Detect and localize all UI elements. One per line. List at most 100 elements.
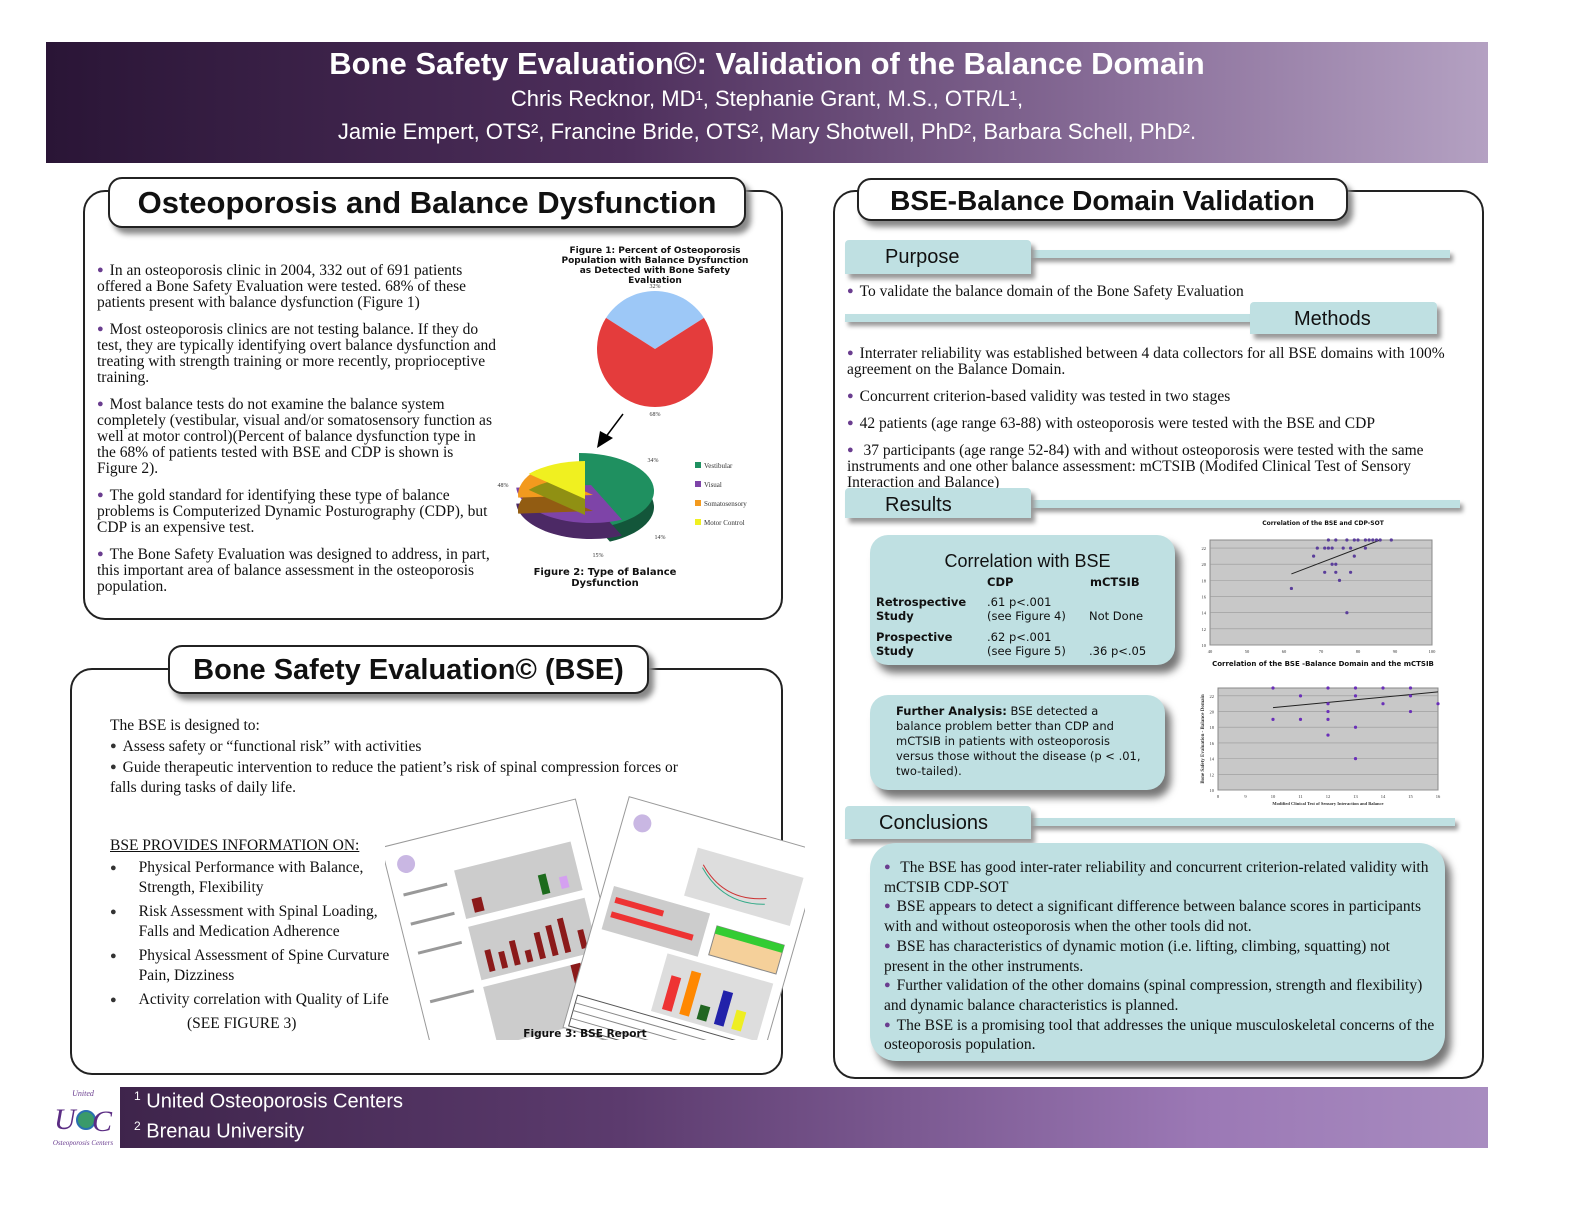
arrow-line bbox=[604, 413, 624, 439]
conclusions-heading: Conclusions bbox=[845, 806, 1031, 839]
legend-label: Somatosensory bbox=[704, 500, 747, 508]
data-point bbox=[1315, 546, 1319, 550]
uoc-logo-icon: United U C Osteoporosis Centers bbox=[53, 1089, 113, 1147]
data-point bbox=[1408, 686, 1413, 690]
osteo-bullet: ●Most balance tests do not examine the b… bbox=[97, 396, 492, 477]
data-point bbox=[1326, 546, 1330, 550]
data-point bbox=[1353, 725, 1358, 729]
pie1-label: 68% bbox=[650, 412, 661, 418]
y-tick-label: 14 bbox=[1202, 611, 1207, 616]
data-point bbox=[1334, 562, 1338, 566]
methods-item: ●Interrater reliability was established … bbox=[847, 345, 1445, 378]
y-tick-label: 14 bbox=[1210, 757, 1215, 762]
trend-line bbox=[1291, 539, 1381, 575]
pie2-slice bbox=[528, 461, 585, 499]
bse-info-item: ●Physical Assessment of Spine Curvature … bbox=[110, 947, 390, 984]
pie1-label: 32% bbox=[650, 284, 661, 290]
data-point bbox=[1337, 578, 1342, 582]
arrow-head bbox=[597, 431, 613, 448]
x-axis-label: Modified Clinical Test of Sensory Intera… bbox=[1272, 801, 1383, 806]
legend-swatch bbox=[695, 500, 701, 506]
data-point bbox=[1381, 686, 1385, 690]
bse-info: BSE PROVIDES INFORMATION ON: ●Physical P… bbox=[110, 836, 390, 1034]
data-point bbox=[1352, 554, 1356, 558]
methods-rule bbox=[845, 314, 1255, 322]
data-point bbox=[1349, 546, 1353, 550]
pie2-label: 48% bbox=[498, 483, 509, 489]
pie2-label: 15% bbox=[593, 553, 604, 559]
osteo-bullet: ●Most osteoporosis clinics are not testi… bbox=[97, 321, 496, 386]
legend-swatch bbox=[695, 519, 701, 525]
conclusions-box: ● The BSE has good inter-rater reliabili… bbox=[870, 843, 1445, 1061]
y-tick-label: 12 bbox=[1202, 627, 1207, 632]
x-tick-label: 10 bbox=[1271, 794, 1276, 799]
pie2-label: 34% bbox=[648, 458, 659, 464]
data-point bbox=[1363, 538, 1367, 542]
x-tick-label: 15 bbox=[1408, 794, 1413, 799]
authors-line-2: Jamie Empert, OTS², Francine Bride, OTS²… bbox=[337, 119, 1197, 144]
figure3-caption: Figure 3: BSE Report bbox=[523, 1028, 647, 1040]
conclusion-item: ●BSE has characteristics of dynamic moti… bbox=[884, 937, 1390, 975]
col-mctsib: mCTSIB bbox=[1090, 575, 1140, 589]
data-point bbox=[1334, 538, 1338, 542]
uoc-logo: United U C Osteoporosis Centers bbox=[46, 1087, 120, 1148]
y-tick-label: 12 bbox=[1210, 772, 1215, 777]
y-tick-label: 16 bbox=[1210, 741, 1215, 746]
osteo-title: Osteoporosis and Balance Dysfunction bbox=[108, 177, 746, 228]
data-point bbox=[1271, 717, 1275, 721]
data-point bbox=[1345, 611, 1349, 615]
y-tick-label: 18 bbox=[1210, 725, 1215, 730]
data-point bbox=[1312, 554, 1316, 558]
bse-info-item: ●Risk Assessment with Spinal Loading, Fa… bbox=[110, 903, 378, 940]
bse-title: Bone Safety Evaluation© (BSE) bbox=[168, 645, 649, 694]
data-point bbox=[1326, 733, 1330, 737]
legend-label: Motor Control bbox=[704, 519, 745, 527]
x-tick-label: 11 bbox=[1298, 794, 1302, 799]
data-point bbox=[1381, 702, 1385, 706]
bse-info-item: ●Activity correlation with Quality of Li… bbox=[110, 991, 389, 1008]
osteo-bullet: ●In an osteoporosis clinic in 2004, 332 … bbox=[97, 262, 466, 311]
legend-label: Visual bbox=[704, 481, 722, 489]
data-point bbox=[1374, 538, 1379, 542]
data-point bbox=[1326, 709, 1330, 714]
svg-text:U: U bbox=[54, 1103, 78, 1136]
data-point bbox=[1378, 538, 1382, 542]
data-point bbox=[1326, 686, 1330, 690]
data-point bbox=[1330, 546, 1334, 550]
y-tick-label: 16 bbox=[1202, 595, 1207, 600]
y-axis-label: Bone Safety Evaluation - Balance Domain bbox=[1201, 694, 1206, 784]
x-tick-label: 50 bbox=[1245, 649, 1250, 654]
results-rule bbox=[1020, 500, 1460, 508]
scatter1-title: Correlation of the BSE and CDP-SOT bbox=[1262, 520, 1384, 527]
row-mctsib: Not Done bbox=[1089, 609, 1144, 623]
figure1-title: Figure 1: Percent of Osteoporosis Popula… bbox=[561, 246, 749, 286]
x-tick-label: 13 bbox=[1353, 794, 1358, 799]
data-point bbox=[1289, 586, 1293, 591]
x-tick-label: 60 bbox=[1282, 649, 1287, 654]
x-tick-label: 8 bbox=[1217, 794, 1220, 799]
purpose-rule bbox=[1020, 250, 1450, 258]
legend-label: Vestibular bbox=[704, 462, 733, 470]
data-point bbox=[1323, 570, 1327, 574]
y-tick-label: 22 bbox=[1210, 694, 1215, 699]
conclusion-item: ● The BSE has good inter-rater reliabili… bbox=[884, 859, 1429, 896]
row-cdp: .62 p<.001(see Figure 5) bbox=[987, 630, 1066, 658]
svg-text:C: C bbox=[92, 1105, 113, 1138]
bse-report-image bbox=[385, 796, 805, 1040]
methods-item: ●42 patients (age range 63-88) with oste… bbox=[847, 415, 1375, 432]
legend-swatch bbox=[695, 481, 701, 487]
data-point bbox=[1341, 546, 1345, 550]
x-tick-label: 90 bbox=[1393, 649, 1398, 654]
row-cdp: .61 p<.001(see Figure 4) bbox=[987, 595, 1066, 623]
data-point bbox=[1330, 562, 1334, 566]
y-tick-label: 20 bbox=[1210, 710, 1215, 715]
pie1-slice bbox=[606, 291, 704, 349]
x-tick-label: 9 bbox=[1244, 794, 1247, 799]
data-point bbox=[1326, 538, 1330, 542]
affiliation-2: 2 Brenau University bbox=[134, 1119, 305, 1143]
svg-text:United: United bbox=[72, 1089, 95, 1098]
bse-designed: The BSE is designed to: ●Assess safety o… bbox=[110, 716, 690, 798]
osteo-bullet: ●The gold standard for identifying these… bbox=[97, 487, 488, 536]
x-tick-label: 14 bbox=[1381, 794, 1386, 799]
data-point bbox=[1298, 717, 1303, 721]
